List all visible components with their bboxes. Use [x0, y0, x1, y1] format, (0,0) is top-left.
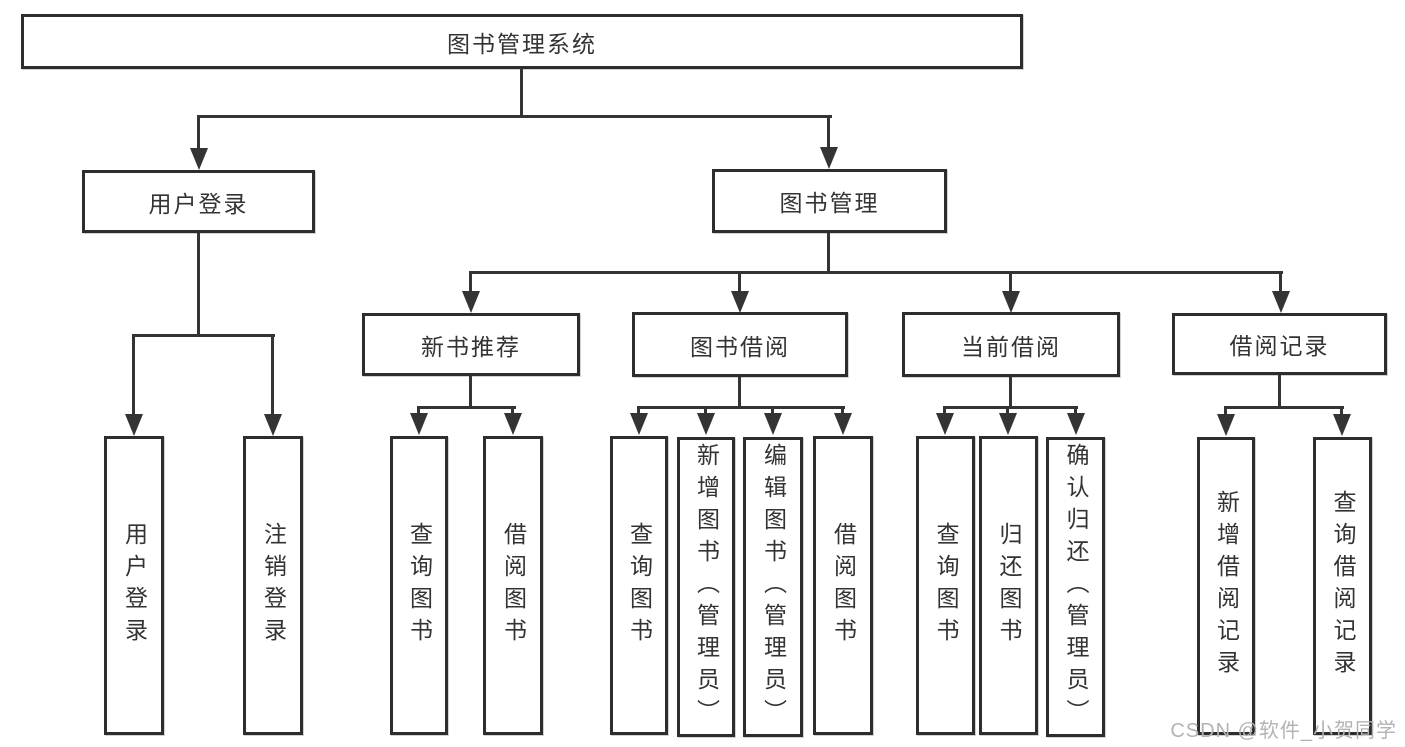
arrow-down-icon: [410, 413, 428, 435]
leaf-query-books-recommend: 查询图书: [390, 436, 448, 735]
connector-line: [1009, 377, 1012, 408]
node-book-borrowing: 图书借阅: [632, 312, 848, 377]
arrow-down-icon: [999, 413, 1017, 435]
node-book-management: 图书管理: [712, 169, 947, 233]
leaf-confirm-return-admin: 确认归还（管理员）: [1046, 437, 1105, 737]
connector-line: [1009, 271, 1012, 294]
arrow-down-icon: [125, 414, 143, 436]
leaf-label: 借阅图书: [500, 521, 527, 650]
connector-line: [637, 406, 845, 409]
arrow-down-icon: [462, 291, 480, 313]
arrow-down-icon: [190, 148, 208, 170]
connector-line: [469, 271, 472, 294]
connector-line: [132, 334, 275, 337]
connector-line: [1224, 406, 1227, 416]
csdn-watermark: CSDN @软件_小贺同学: [1170, 720, 1397, 742]
leaf-add-books-admin: 新增图书（管理员）: [677, 437, 735, 737]
leaf-label: 借阅图书: [830, 521, 857, 650]
arrow-down-icon: [697, 413, 715, 435]
node-new-book-recommendation: 新书推荐: [362, 313, 580, 376]
leaf-query-books-current: 查询图书: [916, 436, 975, 735]
connector-line: [943, 406, 946, 416]
leaf-label: 查询图书: [933, 521, 959, 650]
arrow-down-icon: [936, 413, 954, 435]
connector-line: [771, 406, 774, 416]
leaf-label: 编辑图书（管理员）: [760, 443, 787, 731]
connector-line: [943, 406, 1078, 409]
arrow-down-icon: [1333, 414, 1351, 436]
arrow-down-icon: [264, 414, 282, 436]
connector-line: [827, 115, 830, 149]
leaf-add-borrow-record: 新增借阅记录: [1197, 437, 1255, 735]
leaf-label: 注销登录: [260, 521, 287, 650]
arrow-down-icon: [820, 147, 838, 169]
leaf-label: 查询图书: [626, 521, 653, 650]
node-borrowing-records: 借阅记录: [1172, 313, 1387, 375]
node-current-borrowing: 当前借阅: [902, 312, 1120, 377]
connector-line: [469, 271, 1283, 274]
connector-line: [271, 334, 274, 416]
leaf-edit-books-admin: 编辑图书（管理员）: [743, 437, 803, 737]
leaf-return-books: 归还图书: [979, 436, 1038, 735]
leaf-query-borrow-record: 查询借阅记录: [1313, 437, 1372, 735]
arrow-down-icon: [834, 413, 852, 435]
connector-line: [827, 233, 830, 273]
connector-line: [841, 406, 844, 416]
leaf-label: 查询图书: [406, 521, 433, 650]
connector-line: [1224, 406, 1344, 409]
leaf-label: 用户登录: [121, 521, 148, 650]
node-user-login: 用户登录: [82, 170, 315, 233]
connector-line: [469, 376, 472, 408]
connector-line: [1278, 375, 1281, 408]
leaf-label: 确认归还（管理员）: [1063, 443, 1089, 731]
leaf-user-login: 用户登录: [104, 436, 164, 735]
connector-line: [197, 115, 200, 150]
node-library-management-system: 图书管理系统: [21, 14, 1023, 69]
arrow-down-icon: [1272, 291, 1290, 313]
connector-line: [197, 233, 200, 336]
leaf-logout: 注销登录: [243, 436, 303, 735]
arrow-down-icon: [1217, 414, 1235, 436]
arrow-down-icon: [731, 291, 749, 313]
arrow-down-icon: [504, 413, 522, 435]
leaf-borrow-books: 借阅图书: [813, 436, 873, 735]
connector-line: [417, 406, 420, 416]
connector-line: [738, 271, 741, 294]
connector-line: [1074, 406, 1077, 416]
connector-line: [1006, 406, 1009, 416]
arrow-down-icon: [1067, 413, 1085, 435]
connector-line: [417, 406, 516, 409]
connector-line: [1279, 271, 1282, 294]
arrow-down-icon: [630, 413, 648, 435]
arrow-down-icon: [1002, 291, 1020, 313]
connector-line: [704, 406, 707, 416]
connector-line: [1340, 406, 1343, 416]
connector-line: [738, 377, 741, 408]
leaf-label: 查询借阅记录: [1330, 490, 1356, 682]
leaf-borrow-books-recommend: 借阅图书: [483, 436, 543, 735]
leaf-label: 新增借阅记录: [1213, 490, 1240, 682]
connector-line: [520, 68, 523, 116]
connector-line: [198, 115, 832, 118]
arrow-down-icon: [764, 413, 782, 435]
connector-line: [637, 406, 640, 416]
connector-line: [132, 334, 135, 416]
leaf-label: 归还图书: [996, 521, 1022, 650]
connector-line: [511, 406, 514, 416]
leaf-label: 新增图书（管理员）: [693, 443, 720, 731]
leaf-query-books-borrowing: 查询图书: [610, 436, 668, 735]
